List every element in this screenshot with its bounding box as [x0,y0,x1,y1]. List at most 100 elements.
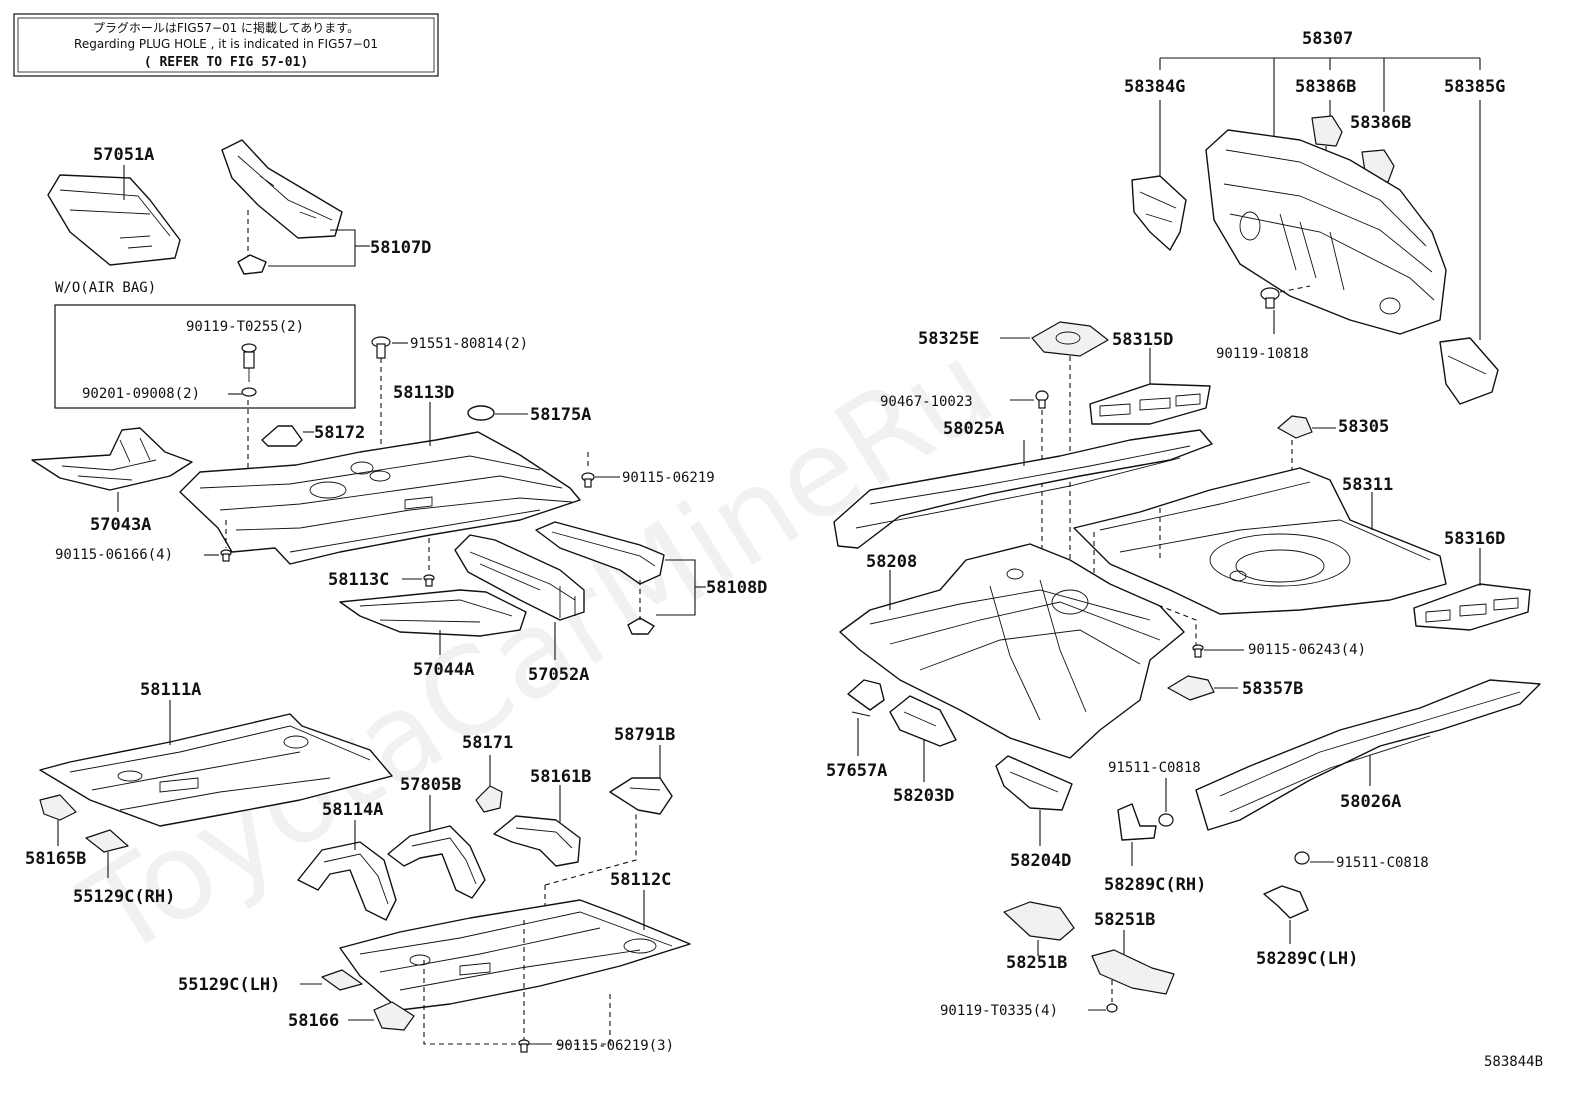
part-57044A: 57044A [339,589,527,680]
part-58161B: 58161B [493,767,591,867]
label-90119-T0255: 90119-T0255(2) [186,319,304,335]
label-90201-09008: 90201-09008(2) [82,386,200,402]
label-58325E: 58325E [918,329,979,349]
part-58172: 58172 [247,400,365,480]
part-91511-C0818-2: 91511-C0818 [1294,851,1429,871]
part-58112C: 58112C [339,870,691,1011]
part-90467-10023: 90467-10023 [880,390,1049,560]
part-58166: 58166 [288,1001,415,1031]
part-90115-06219-3: 90115-06219(3) [423,920,674,1054]
label-58113D: 58113D [393,383,454,403]
inset-box: 90119-T0255(2) 90201-09008(2) [54,304,356,409]
label-58316D: 58316D [1444,529,1505,549]
label-58251B-1: 58251B [1006,953,1067,973]
part-90115-06219: 90115-06219 [581,452,715,488]
part-90115-06243: 90115-06243(4) [1192,642,1366,658]
label-55129C-RH: 55129C(RH) [73,887,175,907]
label-58289C-LH: 58289C(LH) [1256,949,1358,969]
label-58385G: 58385G [1444,77,1505,97]
label-58171: 58171 [462,733,513,753]
part-55129C-LH: 55129C(LH) [178,969,363,995]
part-58113C: 58113C [328,538,435,590]
dash-guide-58112C [544,812,637,886]
note-line-1: プラグホールはFIG57−01 に掲載してあります。 [93,20,359,35]
label-58357B: 58357B [1242,679,1303,699]
label-58307: 58307 [1302,29,1353,49]
label-58175A: 58175A [530,405,591,425]
part-57043A: 57043A [31,427,193,535]
label-58204D: 58204D [1010,851,1071,871]
part-58311: 58311 [1073,467,1447,615]
label-90119-T0335: 90119-T0335(4) [940,1003,1058,1019]
label-58251B-2: 58251B [1094,910,1155,930]
figure-code: 583844B [1484,1054,1543,1070]
plug-hole-note: プラグホールはFIG57−01 に掲載してあります。 Regarding PLU… [13,13,439,77]
part-58208: 58208 [839,543,1185,759]
part-58357B: 58357B [1167,675,1303,701]
part-58385G [1439,337,1499,405]
part-58791B: 58791B [609,725,675,815]
note-line-2: Regarding PLUG HOLE , it is indicated in… [74,37,378,51]
label-90115-06219: 90115-06219 [622,470,715,486]
bracket-58307: 58307 58384G 58386B 58386B 58385G [1124,29,1505,340]
label-57044A: 57044A [413,660,474,680]
label-91551-80814: 91551-80814(2) [410,336,528,352]
part-58025A: 58025A [833,419,1213,549]
part-58114A: 58114A [297,800,397,921]
part-57657A: 57657A [826,679,887,781]
part-58289C-LH: 58289C(LH) [1256,885,1358,969]
part-58111A: 58111A [39,680,393,827]
label-57052A: 57052A [528,665,589,685]
part-91551-80814: 91551-80814(2) [371,336,528,460]
label-58161B: 58161B [530,767,591,787]
label-58112C: 58112C [610,870,671,890]
part-55129C-RH: 55129C(RH) [73,829,175,907]
part-57051A: 57051A [47,145,181,266]
part-58171: 58171 [462,733,513,813]
label-58315D: 58315D [1112,330,1173,350]
label-90115-06219-3: 90115-06219(3) [556,1038,674,1054]
label-58111A: 58111A [140,680,201,700]
label-58026A: 58026A [1340,792,1401,812]
label-90467-10023: 90467-10023 [880,394,973,410]
part-58315D: 58315D [1089,330,1211,425]
part-91511-C0818-1: 91511-C0818 [1108,760,1201,827]
label-90119-10818: 90119-10818 [1216,346,1309,362]
label-58386B-2: 58386B [1350,113,1411,133]
label-58166: 58166 [288,1011,339,1031]
part-58113D: 58113D [179,383,581,565]
label-90115-06166: 90115-06166(4) [55,547,173,563]
label-58113C: 58113C [328,570,389,590]
part-58204D: 58204D [995,755,1073,871]
label-91511-C0818-2: 91511-C0818 [1336,855,1429,871]
label-91511-C0818-1: 91511-C0818 [1108,760,1201,776]
part-90119-10818: 90119-10818 [1216,285,1311,362]
label-58311: 58311 [1342,475,1393,495]
label-58208: 58208 [866,552,917,572]
part-58175A: 58175A [467,405,591,425]
part-90115-06166: 90115-06166(4) [55,520,232,563]
label-58165B: 58165B [25,849,86,869]
label-58025A: 58025A [943,419,1004,439]
part-58108D: 58108D [535,521,767,635]
label-57657A: 57657A [826,761,887,781]
label-58289C-RH: 58289C(RH) [1104,875,1206,895]
part-57805B: 57805B [387,775,486,899]
part-58026A: 58026A [1195,679,1541,831]
label-58386B-1: 58386B [1295,77,1356,97]
label-58172: 58172 [314,423,365,443]
note-line-3: ( REFER TO FIG 57-01) [144,55,308,70]
label-57805B: 57805B [400,775,461,795]
label-58791B: 58791B [614,725,675,745]
part-58307-panel [1205,129,1447,335]
part-58251B-2: 58251B [1091,910,1175,995]
label-90115-06243: 90115-06243(4) [1248,642,1366,658]
label-58108D: 58108D [706,578,767,598]
inset-label: W/O(AIR BAG) [55,280,156,296]
part-57052A: 57052A [454,534,589,685]
part-58251B-1: 58251B [1003,901,1075,973]
part-58289C-RH: 58289C(RH) [1104,803,1206,895]
part-58384G [1131,175,1187,251]
part-58325E: 58325E [918,321,1109,600]
